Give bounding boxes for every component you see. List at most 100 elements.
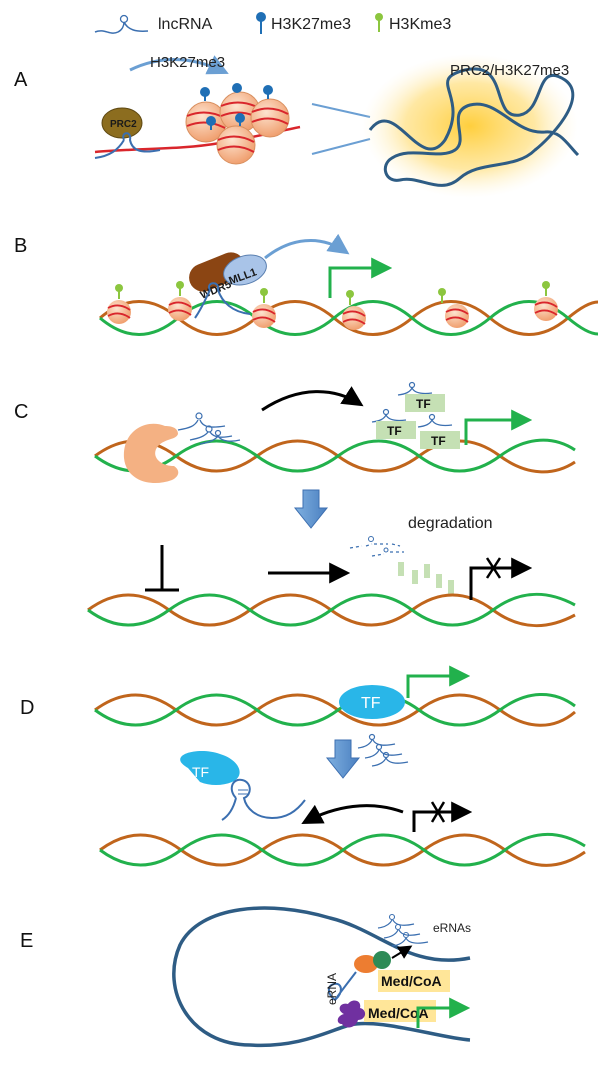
dna-double-helix-bottom	[99, 833, 586, 867]
tf-group-active: TF TF TF	[371, 381, 460, 449]
h3kme3-marks	[115, 281, 550, 305]
h3kme3-mark	[438, 288, 446, 303]
nucleosome	[342, 306, 366, 330]
nucleosome-row	[107, 297, 558, 330]
panel-a-arrow-label: H3K27me3	[150, 54, 225, 71]
dna-double-helix-top	[94, 438, 576, 474]
h3kme3-mark	[260, 288, 268, 303]
h3kme3-legend-icon	[375, 13, 383, 32]
zoom-line	[311, 138, 371, 155]
nucleosome	[252, 304, 276, 328]
ernas-label: eRNAs	[433, 921, 471, 935]
recruitment-arrow	[264, 233, 350, 260]
panel-d-letter: D	[20, 697, 34, 719]
tf-box	[405, 394, 445, 412]
legend-lncrna-label: lncRNA	[158, 16, 213, 33]
nucleosome	[107, 300, 131, 324]
panel-b-letter: B	[14, 235, 27, 257]
h3kme3-mark	[115, 284, 123, 299]
nucleosome	[534, 297, 558, 321]
tf-bound	[339, 685, 405, 719]
compacted-chromatin	[368, 67, 580, 187]
h3kme3-mark	[346, 290, 354, 305]
tf-box	[376, 421, 416, 439]
lncrna-molecules	[177, 412, 241, 445]
panel-e: E eRNAs Med/CoA Med/CoA eRNA	[20, 906, 471, 1048]
dna-double-helix-bottom	[87, 592, 576, 628]
lncrna-decoy	[221, 778, 306, 821]
h3k27me3-mark	[206, 116, 216, 130]
protein-factor	[123, 423, 179, 484]
nucleosome	[445, 304, 469, 328]
zoom-line	[311, 103, 371, 118]
tf-box	[420, 431, 460, 449]
panel-b: B WDR5 MLL1	[14, 233, 599, 336]
nucleosome-cluster	[185, 83, 290, 165]
tf-sequestered: TF	[180, 750, 306, 821]
h3k27me3-mark	[232, 83, 242, 93]
lncrna-on-tf	[371, 381, 453, 428]
h3k27me3-mark	[200, 87, 210, 101]
transcription-start-arrow	[406, 665, 471, 698]
enhancer-factor-green	[373, 951, 391, 969]
transcription-start-arrow	[328, 257, 393, 298]
h3kme3-mark	[542, 281, 550, 296]
panel-e-letter: E	[20, 930, 33, 952]
h3k27me3-mark	[235, 113, 245, 126]
panel-a: A H3K27me3 PRC2	[14, 54, 580, 198]
h3k27me3-legend-icon	[256, 12, 266, 34]
nucleosome	[216, 125, 256, 165]
erna-label: eRNA	[325, 973, 339, 1005]
inhibition-symbol	[145, 545, 179, 592]
degraded-lncrna	[349, 536, 404, 557]
transcription-start-arrow	[464, 409, 533, 445]
prc2-h3k27me3-domain	[362, 54, 578, 198]
tf-label: TF	[431, 434, 446, 448]
med-coa-complex	[378, 970, 450, 992]
degradation-label: degradation	[408, 515, 493, 532]
transition-down-arrow	[293, 489, 329, 529]
med-coa-label: Med/CoA	[381, 973, 442, 989]
transcription-start-arrow	[416, 997, 471, 1028]
legend-h3k27me3-label: H3K27me3	[271, 16, 351, 33]
activation-arrow	[261, 386, 364, 412]
dna-double-helix-top	[94, 693, 576, 727]
lncrna-strand	[94, 132, 161, 159]
methylation-arrow	[129, 55, 229, 75]
panel-c-letter: C	[14, 401, 28, 423]
erna-strand	[327, 971, 357, 1001]
tf-bound-label: TF	[361, 695, 381, 712]
blocked-x-icon	[430, 801, 446, 823]
promoter-factor-purple	[337, 1000, 366, 1028]
panel-a-letter: A	[14, 69, 28, 91]
lncrna-legend-icon	[94, 14, 149, 34]
h3kme3-mark	[176, 281, 184, 296]
h3k27me3-mark	[263, 85, 273, 99]
mll1-complex	[223, 254, 267, 286]
erna-molecules	[377, 913, 429, 947]
blocked-transcription-arrow	[469, 557, 533, 600]
enhancer-factor-orange	[354, 955, 378, 973]
lncrna-molecules	[357, 733, 409, 767]
prc2-complex	[101, 107, 143, 139]
legend-h3kme3-label: H3Kme3	[389, 16, 451, 33]
tf-sequestered-label: TF	[192, 764, 209, 780]
legend: lncRNA H3K27me3 H3Kme3	[94, 12, 451, 34]
nucleosome	[250, 98, 290, 138]
med-coa-label: Med/CoA	[368, 1005, 429, 1021]
tf-label: TF	[387, 424, 402, 438]
panel-c: C TF	[14, 381, 576, 628]
sequestration-arrow	[301, 804, 404, 824]
tf-label: TF	[416, 397, 431, 411]
nucleosome	[168, 297, 192, 321]
transition-down-arrow	[325, 739, 361, 779]
blocked-transcription-arrow	[412, 801, 473, 832]
blocked-x-icon	[485, 557, 502, 579]
panel-d: D TF TF	[20, 665, 586, 867]
degraded-tf-fragments	[398, 562, 454, 594]
panel-a-cloud-label: PRC2/H3K27me3	[450, 62, 569, 79]
prc2-label: PRC2	[110, 119, 137, 130]
lncrna-strand	[194, 282, 251, 319]
erna-transcription-arrow	[391, 945, 413, 959]
